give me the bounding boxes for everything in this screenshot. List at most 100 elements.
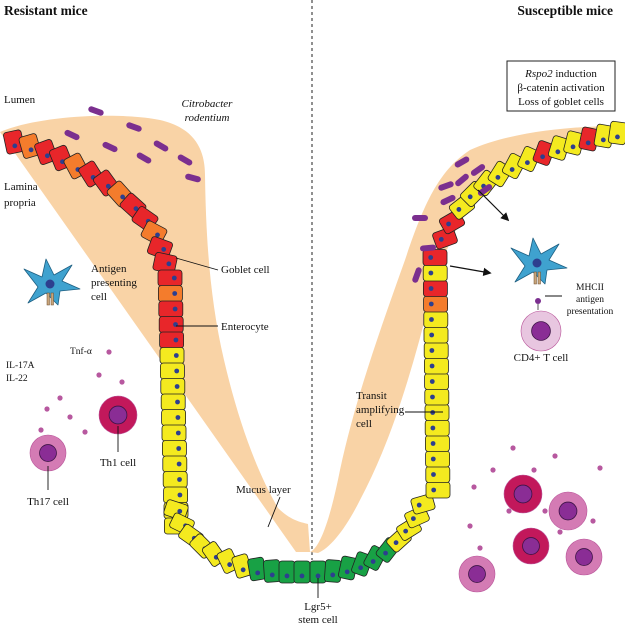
epithelial-cell — [410, 493, 436, 515]
t-cell-nucleus — [513, 484, 533, 504]
cell-nucleus — [428, 270, 434, 276]
cell-nucleus — [299, 573, 305, 579]
cell-nucleus — [600, 137, 606, 143]
cell-nucleus — [227, 562, 233, 567]
epithelial-cell — [161, 409, 187, 426]
epithelial-cell — [160, 378, 186, 395]
antigen-presenting-cell-icon — [23, 258, 81, 306]
cell-body — [161, 409, 187, 426]
cytokine-dot-icon — [477, 545, 483, 551]
bacterium-icon — [420, 244, 436, 252]
cell-body — [423, 342, 449, 359]
cytokine-dot-icon — [590, 518, 596, 524]
epithelial-cell — [338, 555, 358, 581]
apc-nucleus — [45, 279, 55, 289]
mhc-receptor — [537, 271, 541, 285]
cytokine-dot-icon — [557, 529, 563, 535]
t-cell-icon — [503, 474, 543, 514]
cell-body — [423, 357, 449, 375]
cell-body — [424, 435, 450, 452]
label-lgr5: Lgr5+ — [304, 601, 332, 613]
cytokine-dot-icon — [510, 445, 516, 451]
cell-nucleus — [430, 456, 436, 462]
mhc-receptor — [46, 292, 50, 306]
label-stem-cell: stem cell — [298, 614, 337, 626]
cytokine-dot-icon — [542, 508, 548, 514]
cell-nucleus — [428, 301, 434, 307]
cell-body — [160, 378, 186, 395]
cell-nucleus — [240, 567, 246, 573]
cell-body — [422, 280, 448, 297]
cytokine-dot-icon — [67, 414, 73, 420]
heading-resistant: Resistant mice — [4, 3, 88, 18]
box-line-1: Rspo2 induction — [524, 68, 597, 80]
epithelial-cell — [263, 559, 281, 583]
cell-body — [424, 373, 450, 390]
label-amplifying: amplifying — [356, 404, 405, 416]
bacterium-icon — [102, 141, 118, 153]
mhc-receptor — [50, 292, 54, 306]
cell-nucleus — [120, 194, 126, 200]
cell-nucleus — [467, 194, 473, 200]
label-apc-1: Antigen — [91, 263, 127, 275]
label-cd4-t-cell: CD4+ T cell — [514, 352, 569, 364]
cell-nucleus — [315, 573, 321, 579]
cytokine-dot-icon — [490, 467, 496, 473]
epithelial-cell — [161, 424, 187, 442]
epithelial-cell — [159, 362, 185, 380]
cell-nucleus — [173, 353, 179, 358]
cell-nucleus — [428, 286, 434, 291]
cell-nucleus — [255, 570, 261, 576]
t-cell-nucleus — [522, 537, 540, 555]
epithelial-cell — [608, 120, 625, 146]
epithelial-cell — [160, 393, 186, 411]
cell-nucleus — [570, 144, 576, 150]
epithelial-cell — [423, 295, 449, 313]
cell-body — [423, 295, 449, 313]
epithelial-cell — [423, 311, 449, 328]
cell-body — [293, 560, 311, 584]
t-cell-icon — [98, 395, 138, 435]
t-cell-nucleus — [108, 405, 128, 425]
cell-nucleus — [174, 368, 180, 374]
cell-nucleus — [431, 472, 436, 477]
cell-nucleus — [284, 573, 290, 579]
label-goblet-cell: Goblet cell — [221, 264, 270, 276]
epithelial-cell — [422, 249, 448, 266]
cell-nucleus — [12, 143, 18, 149]
epithelial-cell — [161, 440, 187, 457]
cell-nucleus — [177, 492, 183, 498]
cell-nucleus — [177, 508, 183, 514]
label-propria: propria — [4, 197, 36, 209]
cell-nucleus — [358, 565, 364, 571]
epithelial-cell — [424, 419, 450, 437]
bacterium-icon — [454, 156, 470, 168]
epithelial-cell — [425, 450, 451, 468]
t-cell-nucleus — [531, 321, 551, 341]
epithelial-cell — [158, 300, 184, 318]
epithelium — [3, 120, 625, 584]
cell-nucleus — [430, 441, 436, 446]
epithelial-cell — [425, 466, 451, 483]
cell-nucleus — [429, 363, 435, 369]
cell-nucleus — [105, 183, 111, 189]
bacterium-icon — [153, 140, 169, 152]
epithelial-cell — [424, 435, 450, 452]
cytokine-dot-icon — [531, 467, 537, 473]
cell-body — [278, 560, 296, 584]
epithelial-cell — [422, 264, 448, 282]
cell-nucleus — [555, 149, 561, 155]
cytokine-dot-icon — [467, 523, 473, 529]
cell-nucleus — [176, 461, 182, 467]
cell-body — [423, 326, 449, 344]
cell-nucleus — [430, 425, 436, 431]
label-lamina: Lamina — [4, 181, 38, 193]
arrow-to-apc-side — [449, 265, 492, 276]
antigen-icon — [535, 298, 541, 304]
cell-nucleus — [430, 394, 435, 400]
cytokine-dot-icon — [506, 508, 512, 514]
epithelial-cell — [159, 331, 185, 349]
bacterium-icon — [88, 106, 104, 116]
epithelial-cell — [423, 326, 449, 344]
